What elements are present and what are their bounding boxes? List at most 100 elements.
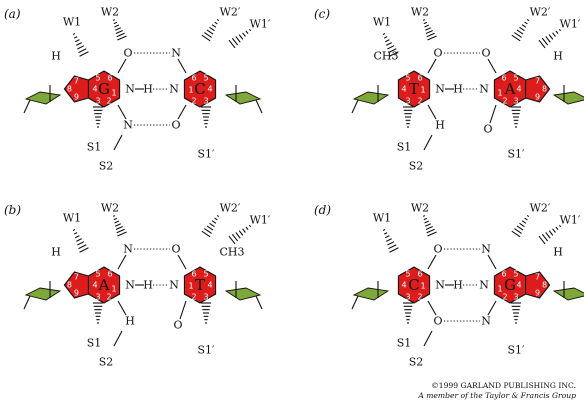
panel-1-w1p-hash-stroke: [248, 224, 252, 228]
panel-1-w2-hash-stroke: [112, 215, 116, 217]
panel-1-w1-hash-stroke: [72, 229, 76, 231]
panel-2-w1-label: W1: [373, 16, 391, 29]
panel-0-right-ring-number: 3: [203, 97, 208, 106]
panel-3-w2-hash-stroke: [427, 231, 437, 237]
panel-3-w2-label: W2: [411, 202, 429, 215]
panel-2-w1-hash-stroke: [388, 48, 397, 54]
panel-1-w2p-hash: [201, 214, 220, 238]
panel-1-right-ring-number: 5: [203, 270, 208, 279]
panel-0-w2p-hash-stroke: [214, 21, 218, 25]
panel-2-w2-hash-stroke: [422, 19, 426, 21]
panel-1-bottom-o-bond: [179, 300, 187, 320]
panel-3-w2p-hash-stroke: [516, 225, 524, 231]
panel-2-w1-hash-stroke: [387, 45, 395, 50]
panel-3-w1p-hash-stroke: [545, 232, 551, 239]
panel-3-w1p-hash: [538, 224, 562, 245]
panel-2-left-pyrimidine-ring: [397, 70, 431, 108]
panel-3-right-base-letter: G: [504, 276, 516, 294]
panel-3-left-ring-number: 6: [417, 270, 422, 279]
panel-2-right-ring-number: 7: [535, 77, 540, 86]
panel-1-w1p-hash-stroke: [228, 235, 236, 245]
panel-3-left-ring-number: 4: [401, 281, 406, 290]
panel-0-n-left: N: [125, 83, 135, 96]
panel-2-left-sugar-stick-down: [351, 99, 359, 114]
panel-1-s1p-label: S1′: [197, 344, 215, 357]
panel-3-w1-hash-stroke: [382, 229, 386, 231]
panel-1-left-ring-number: 5: [95, 270, 100, 279]
panel-2-w2-hash-stroke: [423, 21, 428, 25]
panel-2-left-base-letter: T: [409, 80, 419, 98]
panel-2-right-sugar: [552, 85, 584, 105]
panel-3-w2p-hash-stroke: [521, 220, 527, 224]
panel-1-w1p-hash-stroke: [231, 233, 239, 242]
panel-1-left-sugar-stick-down: [23, 295, 31, 310]
panel-0-right-ring-number: 4: [207, 85, 212, 94]
panel-1-right-pyrimidine-ring: [183, 266, 217, 304]
panel-1-w2p-label: W2′: [220, 202, 241, 215]
panel-0-w1-hash-stroke: [75, 39, 80, 43]
panel-3-c8-h: H: [553, 246, 563, 259]
panel-3-right-ring-number: 4: [516, 281, 521, 290]
panel-0-right-sugar: [224, 85, 263, 114]
panel-1-w1-hash-stroke: [76, 238, 82, 242]
panel-1-left-ring-number: 2: [106, 293, 111, 302]
panel-3-n-right: N: [479, 279, 489, 292]
panel-2-right-ring-number: 9: [535, 93, 540, 102]
panel-2-w2p-hash-stroke: [521, 24, 527, 28]
panel-1-w2-hash-stroke: [115, 223, 121, 227]
panel-3-left-sugar-ring: [352, 287, 390, 301]
panel-1-s1-label: S1: [87, 337, 102, 350]
panel-0-w2-hash-stroke: [113, 21, 118, 25]
panel-0-right-ring-number: 5: [203, 74, 208, 83]
panel-3-w2-hash-stroke: [424, 220, 430, 224]
panel-1-w2-hash-stroke: [115, 226, 123, 230]
panel-1-s1-hash: [93, 302, 103, 324]
panel-1-left-ring-number: 3: [95, 293, 100, 302]
panel-3-w2p-hash: [511, 214, 530, 238]
panel-3-right-ring-number: 7: [535, 273, 540, 282]
panel-3-bottom-right-bond: [487, 300, 497, 316]
panel-3-w1p-hash-stroke: [552, 228, 556, 233]
panel-0-c8-h: H: [51, 50, 61, 63]
panel-3-s1-label: S1: [397, 337, 412, 350]
panel-0-left-ring-number: 3: [95, 97, 100, 106]
panel-3-w1-hash-stroke: [383, 232, 388, 235]
panel-2-bottom-o: O: [483, 123, 492, 136]
panel-2-w1p-hash-stroke: [541, 37, 549, 46]
panel-2-right-purine-five-ring: [525, 75, 551, 103]
panel-3-right-ring-number: 2: [502, 293, 507, 302]
panel-2-s1p-label: S1′: [507, 148, 525, 161]
panel-1-s2-bond: [113, 330, 123, 347]
panel-2-w1-hash-stroke: [383, 36, 388, 39]
panel-2-bottom-h-bond: [427, 104, 437, 120]
panel-2-right-ring-number: 2: [502, 97, 507, 106]
panel-0-s2-bond: [113, 134, 123, 151]
panel-2-s2-bond: [423, 134, 433, 151]
panel-0-w1-hash-stroke: [78, 48, 87, 54]
panel-3-bottom-left-bond: [427, 300, 437, 316]
panel-1-top-left-bond: [117, 254, 127, 270]
panel-0-w2p-hash-stroke: [216, 18, 220, 22]
panel-0-w2p-hash-stroke: [201, 34, 211, 42]
panel-0-left-base-letter: G: [98, 80, 110, 98]
panel-0-w1p-hash-stroke: [238, 34, 244, 40]
panel-0-top-left-atom: O: [123, 47, 132, 60]
panel-3-w2-hash-stroke: [425, 223, 431, 227]
panel-2-left-ring-number: 5: [405, 74, 410, 83]
panel-2-left-sugar: [351, 85, 390, 114]
panel-2-w1p-hash-stroke: [538, 39, 546, 49]
panel-1-ch3-label: CH3: [219, 246, 244, 259]
panel-1-left-ring-number: 9: [74, 289, 79, 298]
panel-3-left-ring-number: 2: [417, 293, 422, 302]
panel-1-w1-hash-stroke: [79, 247, 89, 253]
panel-1-w1p-label: W1′: [250, 214, 271, 227]
panel-1-right-sugar-ring: [224, 287, 262, 301]
panel-2-w1p-hash-stroke: [558, 28, 562, 32]
panel-2-w1p-hash-stroke: [548, 34, 554, 40]
panel-3-w2p-hash-stroke: [519, 222, 525, 228]
panel-2-w1-hash-stroke: [389, 51, 399, 57]
panel-0-n-right: N: [169, 83, 179, 96]
